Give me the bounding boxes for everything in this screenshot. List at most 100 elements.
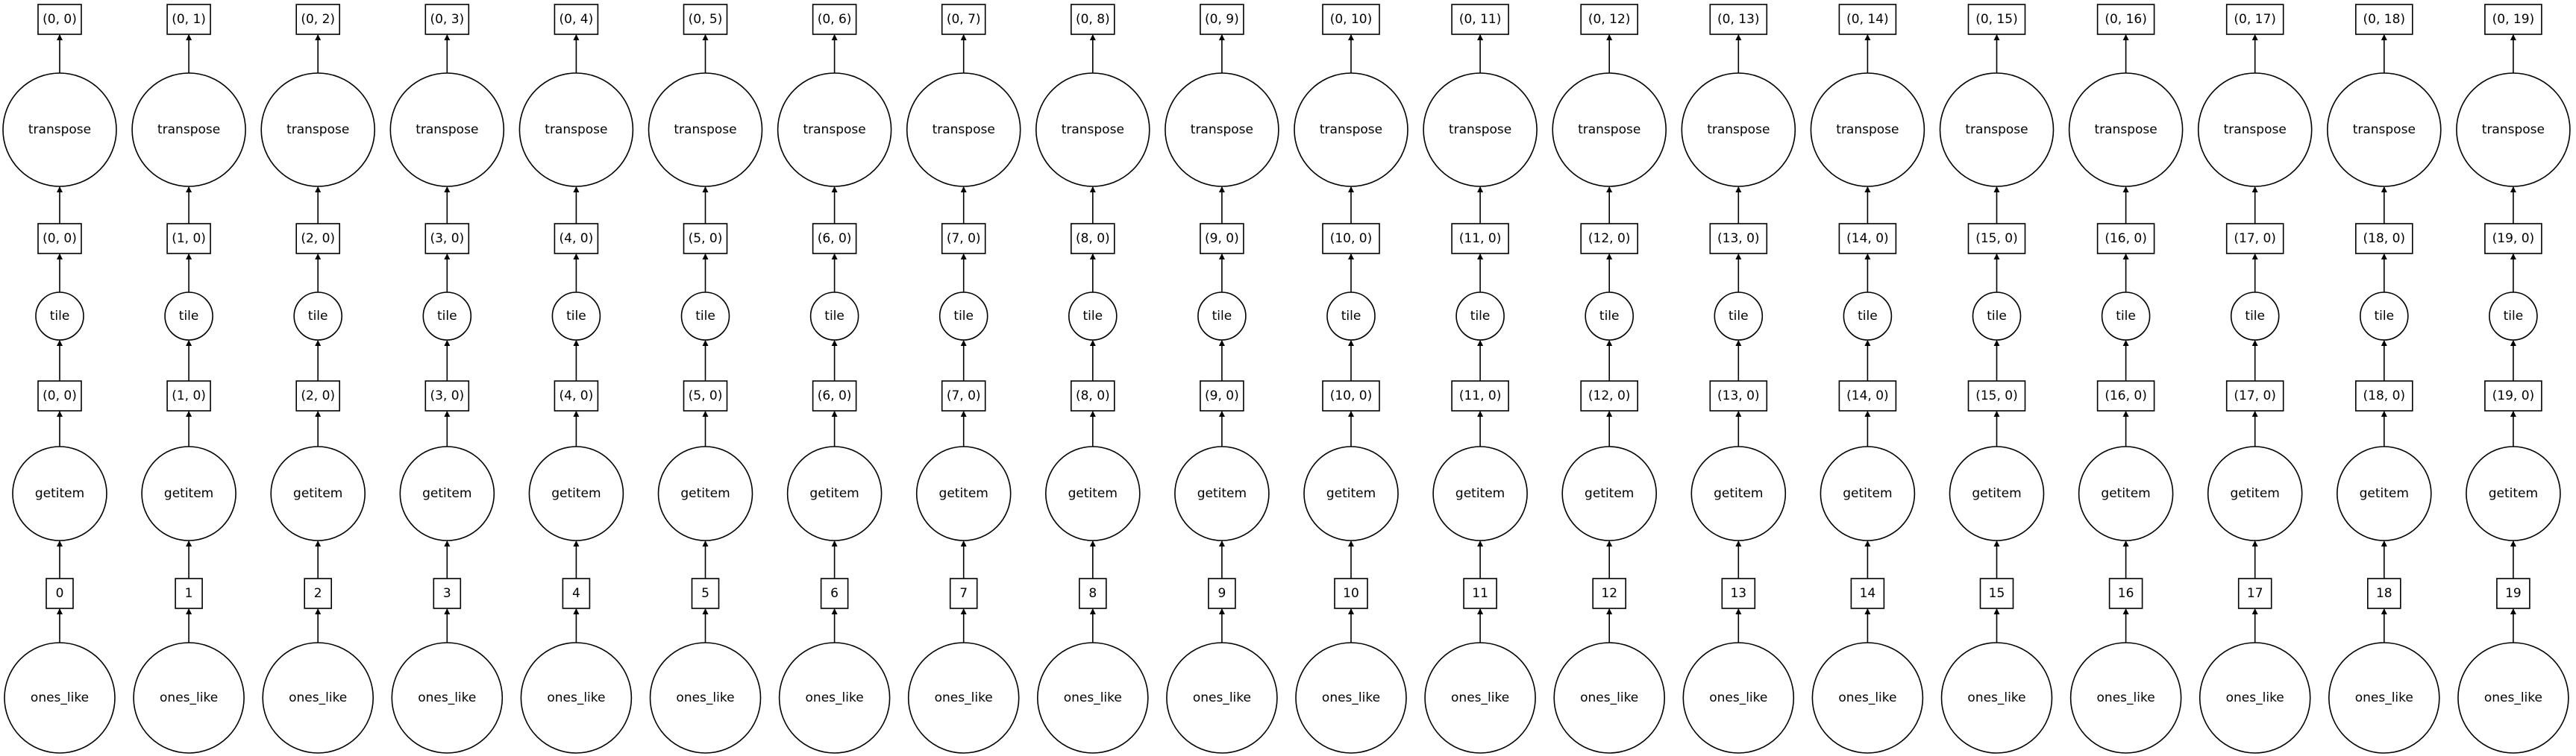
- getitem-output-chunk-node: (12, 0): [1580, 380, 1638, 412]
- getitem-task-node: getitem: [2466, 446, 2561, 541]
- tile-output-chunk-node: (16, 0): [2096, 223, 2155, 254]
- getitem-task-node: getitem: [1432, 446, 1528, 541]
- tile-output-chunk-node-label: (4, 0): [560, 231, 594, 246]
- output-chunk-node: (0, 9): [1200, 4, 1244, 35]
- transpose-task-node: transpose: [648, 72, 763, 187]
- ones-like-task-node: ones_like: [2069, 642, 2182, 754]
- getitem-output-chunk-node-label: (19, 0): [2492, 388, 2535, 403]
- tile-output-chunk-node: (9, 0): [1200, 223, 1244, 254]
- transpose-task-node-label: transpose: [803, 122, 865, 137]
- getitem-task-node: getitem: [270, 446, 366, 541]
- transpose-task-node-label: transpose: [1836, 122, 1899, 137]
- index-node-label: 6: [830, 586, 839, 601]
- getitem-task-node: getitem: [915, 446, 1012, 541]
- tile-task-node: tile: [1068, 292, 1118, 341]
- output-chunk-node: (0, 15): [1967, 4, 2026, 35]
- getitem-task-node-label: getitem: [2489, 486, 2538, 501]
- getitem-task-node-label: getitem: [422, 486, 471, 501]
- getitem-output-chunk-node-label: (6, 0): [818, 388, 852, 403]
- index-node: 8: [1079, 578, 1107, 609]
- getitem-output-chunk-node-label: (12, 0): [1588, 388, 1631, 403]
- getitem-task-node-label: getitem: [1326, 486, 1376, 501]
- output-chunk-node: (0, 2): [295, 4, 341, 35]
- index-node-label: 16: [2118, 586, 2134, 601]
- tile-output-chunk-node-label: (18, 0): [2363, 231, 2406, 246]
- ones-like-task-node-label: ones_like: [1064, 690, 1122, 705]
- tile-output-chunk-node-label: (12, 0): [1588, 231, 1631, 246]
- output-chunk-node: (0, 5): [683, 4, 728, 35]
- transpose-task-node: transpose: [1165, 72, 1279, 187]
- index-node-label: 18: [2376, 586, 2392, 601]
- transpose-task-node: transpose: [2456, 72, 2571, 187]
- index-node: 9: [1208, 578, 1236, 609]
- getitem-output-chunk-node: (6, 0): [812, 380, 857, 412]
- output-chunk-node-label: (0, 6): [818, 12, 852, 27]
- tile-output-chunk-node: (18, 0): [2355, 223, 2413, 254]
- index-node: 15: [1979, 578, 2014, 609]
- getitem-output-chunk-node-label: (16, 0): [2105, 388, 2147, 403]
- getitem-task-node-label: getitem: [1455, 486, 1505, 501]
- output-chunk-node: (0, 7): [941, 4, 986, 35]
- output-chunk-node-label: (0, 19): [2492, 12, 2535, 27]
- tile-task-node: tile: [35, 292, 84, 341]
- transpose-task-node: transpose: [1939, 72, 2055, 187]
- index-node: 12: [1592, 578, 1626, 609]
- transpose-task-node: transpose: [777, 72, 892, 187]
- tile-task-node-label: tile: [1083, 309, 1103, 324]
- tile-output-chunk-node: (2, 0): [295, 223, 341, 254]
- ones-like-task-node-label: ones_like: [418, 690, 476, 705]
- output-chunk-node-label: (0, 3): [430, 12, 464, 27]
- getitem-output-chunk-node-label: (2, 0): [301, 388, 335, 403]
- graph-column: (0, 17)transpose(17, 0)tile(17, 0)getite…: [2197, 4, 2313, 754]
- tile-task-node-label: tile: [50, 309, 70, 324]
- index-node-label: 14: [1860, 586, 1876, 601]
- index-node: 13: [1721, 578, 1756, 609]
- tile-output-chunk-node: (5, 0): [683, 223, 728, 254]
- index-node-label: 11: [1472, 586, 1488, 601]
- tile-output-chunk-node-label: (14, 0): [1846, 231, 1889, 246]
- output-chunk-node-label: (0, 10): [1330, 12, 1373, 27]
- getitem-output-chunk-node-label: (5, 0): [689, 388, 723, 403]
- tile-output-chunk-node-label: (8, 0): [1076, 231, 1110, 246]
- tile-output-chunk-node: (3, 0): [424, 223, 470, 254]
- transpose-task-node-label: transpose: [1320, 122, 1382, 137]
- tile-output-chunk-node-label: (5, 0): [689, 231, 723, 246]
- ones-like-task-node-label: ones_like: [1580, 690, 1638, 705]
- transpose-task-node-label: transpose: [2094, 122, 2157, 137]
- tile-output-chunk-node: (1, 0): [166, 223, 211, 254]
- tile-task-node: tile: [2489, 292, 2538, 341]
- getitem-output-chunk-node-label: (9, 0): [1205, 388, 1239, 403]
- graph-column: (0, 2)transpose(2, 0)tile(2, 0)getitem2o…: [260, 4, 376, 754]
- getitem-task-node-label: getitem: [1197, 486, 1247, 501]
- graph-column: (0, 9)transpose(9, 0)tile(9, 0)getitem9o…: [1165, 4, 1279, 754]
- tile-task-node-label: tile: [953, 309, 974, 324]
- tile-output-chunk-node-label: (3, 0): [430, 231, 464, 246]
- output-chunk-node-label: (0, 12): [1588, 12, 1631, 27]
- getitem-output-chunk-node: (0, 0): [37, 380, 82, 412]
- index-node-label: 0: [56, 586, 64, 601]
- output-chunk-node: (0, 16): [2096, 4, 2155, 35]
- tile-task-node-label: tile: [2245, 309, 2265, 324]
- graph-column: (0, 19)transpose(19, 0)tile(19, 0)getite…: [2456, 4, 2571, 754]
- output-chunk-node: (0, 10): [1322, 4, 1380, 35]
- tile-task-node-label: tile: [1729, 309, 1749, 324]
- index-node-label: 5: [701, 586, 709, 601]
- index-node-label: 7: [959, 586, 968, 601]
- getitem-task-node-label: getitem: [2360, 486, 2409, 501]
- ones-like-task-node: ones_like: [1295, 642, 1407, 754]
- output-chunk-node-label: (0, 4): [560, 12, 594, 27]
- tile-output-chunk-node: (7, 0): [941, 223, 986, 254]
- graph-column: (0, 5)transpose(5, 0)tile(5, 0)getitem5o…: [648, 4, 763, 754]
- tile-output-chunk-node-label: (9, 0): [1205, 231, 1239, 246]
- graph-column: (0, 1)transpose(1, 0)tile(1, 0)getitem1o…: [131, 4, 246, 754]
- getitem-output-chunk-node: (10, 0): [1322, 380, 1380, 412]
- tile-output-chunk-node: (10, 0): [1322, 223, 1380, 254]
- getitem-task-node: getitem: [1045, 446, 1141, 541]
- ones-like-task-node: ones_like: [4, 642, 116, 754]
- tile-task-node: tile: [680, 292, 730, 341]
- index-node: 11: [1463, 578, 1497, 609]
- tile-task-node-label: tile: [566, 309, 586, 324]
- getitem-output-chunk-node: (8, 0): [1071, 380, 1115, 412]
- ones-like-task-node: ones_like: [1553, 642, 1665, 754]
